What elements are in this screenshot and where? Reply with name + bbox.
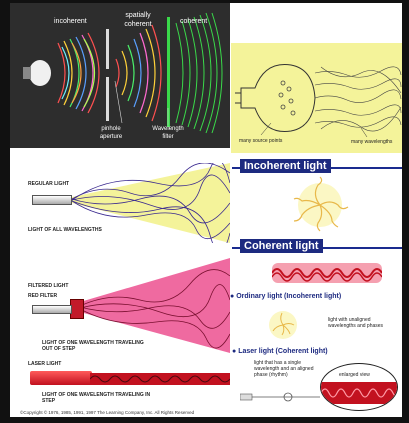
label-one-wavelength-out: LIGHT OF ONE WAVELENGTH TRAVELING OUT OF… [42, 340, 144, 352]
laser-beam [90, 373, 230, 385]
laser-coherent-text: Laser light (Coherent light) [238, 348, 328, 355]
label-many-wavelengths: many wavelengths [351, 139, 393, 145]
diagram-canvas: incoherent spatially coherent coherent p… [10, 3, 402, 417]
source-illustration [235, 63, 402, 138]
label-filtered-light: FILTERED LIGHT [28, 283, 69, 289]
label-filter: Wavelength filter [152, 126, 184, 140]
filtered-light-beam [79, 258, 230, 353]
regular-light-beam [71, 163, 230, 243]
label-one-wavelength-in: LIGHT OF ONE WAVELENGTH TRAVELING IN STE… [42, 392, 151, 404]
laser-coherent-heading: ● Laser light (Coherent light) [232, 348, 328, 355]
source-panel: many source points many wavelengths [231, 43, 402, 153]
coherence-panel: incoherent spatially coherent coherent p… [10, 3, 230, 148]
label-many-sources: many source points [239, 138, 283, 144]
enlarged-view-label: enlarged view [339, 372, 370, 378]
incoherent-burst [293, 176, 349, 232]
laser-emitter-icon [240, 392, 320, 402]
flashlight-icon [32, 195, 72, 205]
copyright-footer: ©Copyright © 1976, 1985, 1991, 1997 The … [20, 410, 195, 415]
regular-light-panel [60, 163, 230, 243]
enlarged-view-ellipse: enlarged view [320, 363, 398, 411]
bulb-base [23, 67, 31, 79]
ordinary-burst [269, 311, 297, 339]
single-wavelength-description: light that has a single wavelength and a… [254, 360, 314, 378]
label-pinhole: pinhole aperture [99, 126, 123, 140]
label-all-wavelengths: LIGHT OF ALL WAVELENGTHS [28, 227, 102, 233]
label-coherent: coherent [180, 18, 208, 25]
laser-tube [30, 371, 92, 385]
coherence-illustration [23, 12, 223, 134]
ordinary-light-text: Ordinary light (Incoherent light) [236, 293, 342, 300]
coherent-light-title: Coherent light [240, 239, 323, 253]
bulb-outline-icon [240, 63, 316, 133]
unaligned-description: light with unaligned wavelengths and pha… [328, 317, 384, 329]
bulb-icon [29, 60, 51, 86]
pinhole-aperture [106, 29, 109, 69]
ordinary-light-heading: ● Ordinary light (Incoherent light) [230, 293, 342, 300]
label-laser-light: LASER LIGHT [28, 361, 62, 367]
wavelength-filter [167, 17, 170, 127]
coherent-wave [272, 263, 382, 283]
incoherent-light-title: Incoherent light [240, 159, 331, 173]
filtered-light-panel [70, 258, 230, 353]
label-red-filter: RED FILTER [28, 293, 58, 299]
flashlight-icon-2 [32, 305, 72, 314]
red-filter-icon [70, 299, 84, 319]
label-spatially-coherent: spatially coherent [124, 12, 152, 28]
label-regular-light: REGULAR LIGHT [28, 181, 70, 187]
label-incoherent: incoherent [54, 18, 87, 25]
enlarged-wave [321, 382, 397, 404]
